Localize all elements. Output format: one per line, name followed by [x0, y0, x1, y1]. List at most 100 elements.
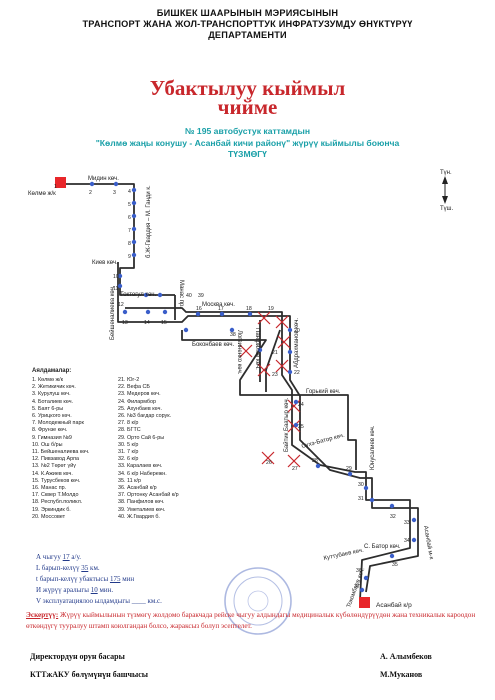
street-kuttubaev: Куттубаев көч. — [323, 548, 364, 562]
subtitle-line-3: ТҮЗМӨГҮ — [228, 149, 267, 159]
stop-list-item: 29. Орто Сай 6-ры — [118, 434, 165, 441]
stop-list-item: 4. Боталиев көч. — [32, 398, 73, 405]
start-terminal-icon — [55, 177, 66, 188]
svg-text:1: 1 — [54, 184, 57, 190]
end-terminal-label: Асанбай к/р — [376, 601, 412, 609]
svg-text:15: 15 — [161, 320, 167, 326]
info-vehicles: А чыгуу 17 а/у. — [36, 553, 82, 561]
street-suhe: Сүхэ-Батор көч. — [301, 433, 346, 450]
end-terminal-icon — [359, 597, 370, 608]
signature-deputy-title: Директордун орун басары — [30, 652, 125, 661]
header-line-3: ДЕПАРТАМЕНТИ — [208, 30, 287, 40]
svg-text:5: 5 — [128, 202, 131, 208]
info-interval: И жүрүү аралыгы 10 мин. — [36, 586, 114, 594]
svg-text:26: 26 — [266, 460, 272, 466]
stop-list-item: 39. Уметалиев көч. — [118, 506, 166, 513]
compass-south: Түш. — [440, 206, 453, 212]
svg-text:24: 24 — [298, 402, 304, 408]
stop-list-item: 23. Медеров көч. — [118, 391, 161, 398]
stop-list-item: 32. 6 к/р — [118, 456, 139, 463]
stop-list-item: 38. Панфилов көч. — [118, 499, 165, 506]
svg-text:18: 18 — [246, 306, 252, 312]
svg-text:3: 3 — [113, 190, 116, 196]
stop-list-item: 36. Асанбай к/р — [118, 485, 157, 492]
official-stamp-icon — [224, 567, 292, 635]
svg-text:30: 30 — [358, 482, 364, 488]
header-line-2: ТРАНСПОРТ ЖАНА ЖОЛ-ТРАНСПОРТТУК ИНФРАТУЗ… — [82, 19, 413, 29]
street-gvardia: б.Ж-Гвардия – М. Ганди к. — [146, 185, 152, 258]
street-sbator: С. Батор көч. — [364, 544, 401, 550]
street-gorkiy: Горький көч. — [306, 388, 341, 395]
stop-list-item: 18. Республ.поликл. — [32, 499, 83, 506]
compass-north: Түн. — [440, 170, 452, 176]
street-abdrahmanov: Абдрахманов көч. — [294, 318, 300, 368]
signature-head-name: М.Муканов — [380, 670, 423, 679]
svg-text:22: 22 — [294, 370, 300, 376]
stop-list-item: 5. Баят 6-ры — [32, 405, 64, 412]
stop-list-item: 30. 5 к/р — [118, 441, 139, 448]
stop-list-item: 9. Гимназия №9 — [32, 434, 72, 441]
svg-text:35: 35 — [392, 562, 398, 568]
svg-text:20: 20 — [294, 328, 300, 334]
info-round-trip-time: t барып-келүү убактысы 175 мин — [36, 575, 135, 583]
street-toktogul: Токтогул көч. — [120, 292, 157, 298]
stop-list-item: 21. Юг-2 — [118, 377, 140, 383]
svg-text:40: 40 — [186, 293, 192, 299]
stop-list-item: 25. Ахунбаев көч. — [118, 405, 162, 412]
stop-list-item: 34. 6 к/р Набережн. — [118, 470, 167, 477]
note: Эскертүү: Жүрүү кыймылынын түзмөгү жолдо… — [26, 611, 476, 630]
svg-text:11: 11 — [113, 286, 118, 292]
stop-list-item: 16. Манас пр. — [32, 485, 67, 492]
street-beishenalieva: Бейшеналиева көч. — [109, 285, 116, 340]
stop-list-item: 40. Ж.Гвардия б. — [118, 513, 160, 520]
signature-head-title: КТТжАКУ бөлүмүнүн башчысы — [30, 670, 149, 679]
stop-list-item: 20. Моссовет — [32, 513, 66, 520]
compass-icon — [442, 176, 448, 204]
street-midin: Мидин көч. — [88, 176, 119, 182]
svg-text:14: 14 — [144, 320, 150, 326]
info-speed: V эксплуатациялоо ылдамдыгы ____ км.с. — [36, 597, 162, 605]
stop-list-item: 13. №2 Төрөт үйү — [32, 463, 76, 470]
stop-list-item: 12. Пивзавод Арпа — [32, 456, 79, 463]
svg-text:9: 9 — [128, 254, 131, 260]
svg-text:34: 34 — [404, 538, 410, 544]
svg-text:27: 27 — [292, 466, 298, 472]
stop-list-item: 7. Молодежный парк — [32, 420, 84, 427]
svg-text:8: 8 — [128, 241, 131, 247]
start-terminal-label: Көлмө ж/к — [28, 191, 56, 197]
stop-list-item: 24. Филармбор — [118, 398, 156, 405]
svg-text:28: 28 — [312, 458, 318, 464]
svg-text:31: 31 — [358, 496, 364, 502]
street-yunusaliev: Юнусалиев көч. — [370, 425, 376, 470]
svg-text:17: 17 — [218, 306, 224, 312]
stop-list-item: 14. К.Ажиев көч. — [32, 470, 73, 477]
stop-list-item: 37. Ортонку Асанбай к/р — [118, 492, 179, 499]
street-moskva: Москва көч. — [202, 302, 235, 308]
header-line-1: БИШКЕК ШААРЫНЫН МЭРИЯСЫНЫН — [156, 8, 339, 18]
svg-text:16: 16 — [196, 306, 202, 312]
svg-text:10: 10 — [113, 274, 119, 280]
street-manas: Манас пр. — [178, 280, 184, 308]
svg-text:33: 33 — [404, 520, 410, 526]
svg-text:19: 19 — [268, 306, 274, 312]
stop-list-item: 2. Жетикичик көч. — [32, 384, 76, 391]
svg-text:12: 12 — [118, 302, 124, 308]
stop-list-item: 8. Фрунзе көч. — [32, 427, 68, 434]
svg-text:36: 36 — [356, 568, 362, 574]
svg-text:6: 6 — [128, 215, 131, 221]
stop-list-item: 26. №3 бағдар сорук. — [118, 413, 172, 420]
svg-text:4: 4 — [128, 189, 131, 195]
title-line-2: чийме — [217, 95, 278, 119]
svg-text:38: 38 — [230, 332, 236, 338]
svg-text:7: 7 — [128, 228, 131, 234]
svg-text:37: 37 — [354, 584, 360, 590]
svg-text:23: 23 — [272, 372, 278, 378]
street-panfilov: Панфилов көч. — [254, 328, 260, 370]
svg-text:39: 39 — [198, 293, 204, 299]
stop-list-item: 11. Бейшеналиева көч. — [32, 449, 90, 456]
stop-list-item: 1. Көлмө ж/к — [32, 377, 63, 383]
